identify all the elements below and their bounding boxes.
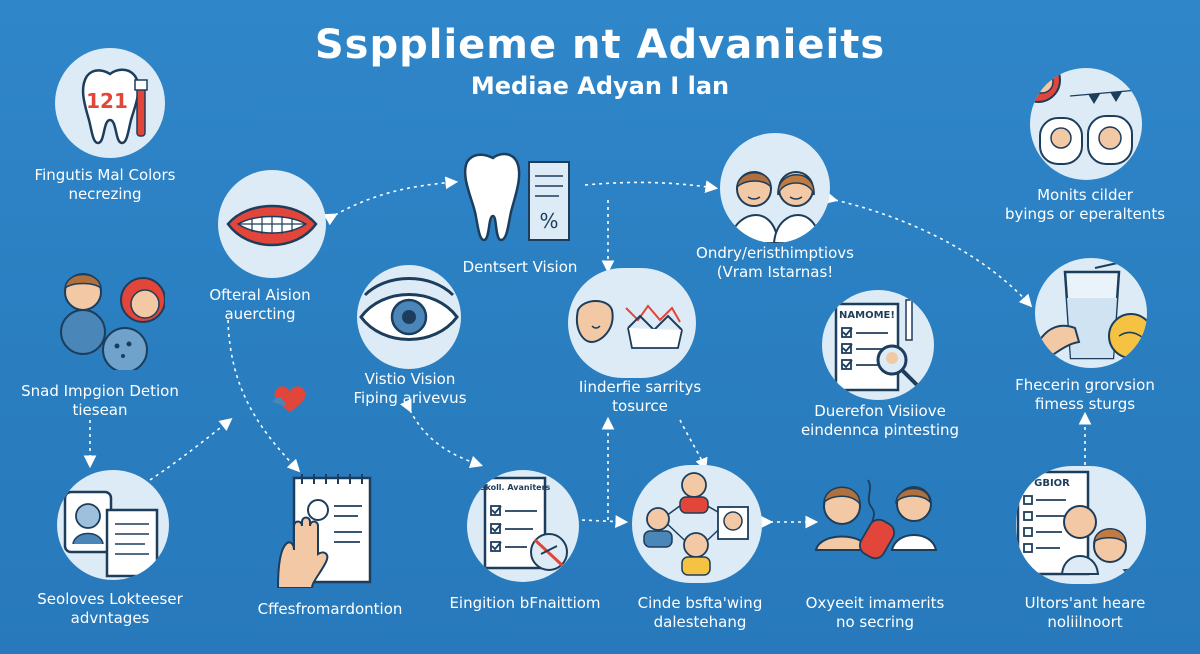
two-people-icon [720, 133, 830, 243]
skill-checklist-icon: Skoll. Avaniters [467, 470, 579, 582]
patient-doctor-icon [812, 470, 942, 582]
svg-text:%: % [539, 209, 558, 233]
tooth-chart-icon: % [455, 140, 585, 258]
node-12-label: Cffesfromardontion [257, 600, 403, 618]
faces-group-icon [55, 260, 165, 370]
arrow-n3-n4 [584, 180, 719, 193]
arrow-n8-n14 [679, 419, 708, 471]
stress-face-icon [568, 268, 696, 378]
node-3-label: Dentsert Vision [462, 258, 578, 276]
checklist-person-icon: GBIOR [1016, 466, 1146, 584]
arrow-n13-n14 [581, 515, 629, 528]
heart-icon [272, 386, 306, 412]
smile-teeth-icon [218, 170, 326, 278]
node-4-label: Ondry/eristhimptiovs(Vram Istarnas! [696, 244, 854, 281]
family-portrait-icon [1030, 68, 1142, 180]
checklist-magnifier-icon: NAMOME! [822, 290, 934, 400]
node-13-label: Eingition bFnaittiom [449, 594, 601, 612]
tooth-badge: 121 [86, 89, 128, 113]
page-subtitle: Mediae Adyan I lan [470, 72, 730, 100]
glass-drink-icon [1035, 258, 1147, 368]
page-title: Sspplieme nt Advanieits [314, 22, 886, 68]
svg-text:Skoll. Avaniters: Skoll. Avaniters [480, 483, 551, 492]
people-network-icon [632, 465, 762, 583]
svg-text:GBIOR: GBIOR [1034, 478, 1070, 489]
id-card-icon [57, 470, 169, 580]
tooth-icon: 121 [55, 48, 165, 158]
hand-document-icon [272, 470, 382, 588]
arrow-n2-n3 [323, 176, 459, 226]
svg-text:NAMOME!: NAMOME! [839, 310, 895, 321]
eye-icon [357, 265, 461, 369]
arrow-n7-n13 [399, 398, 484, 469]
